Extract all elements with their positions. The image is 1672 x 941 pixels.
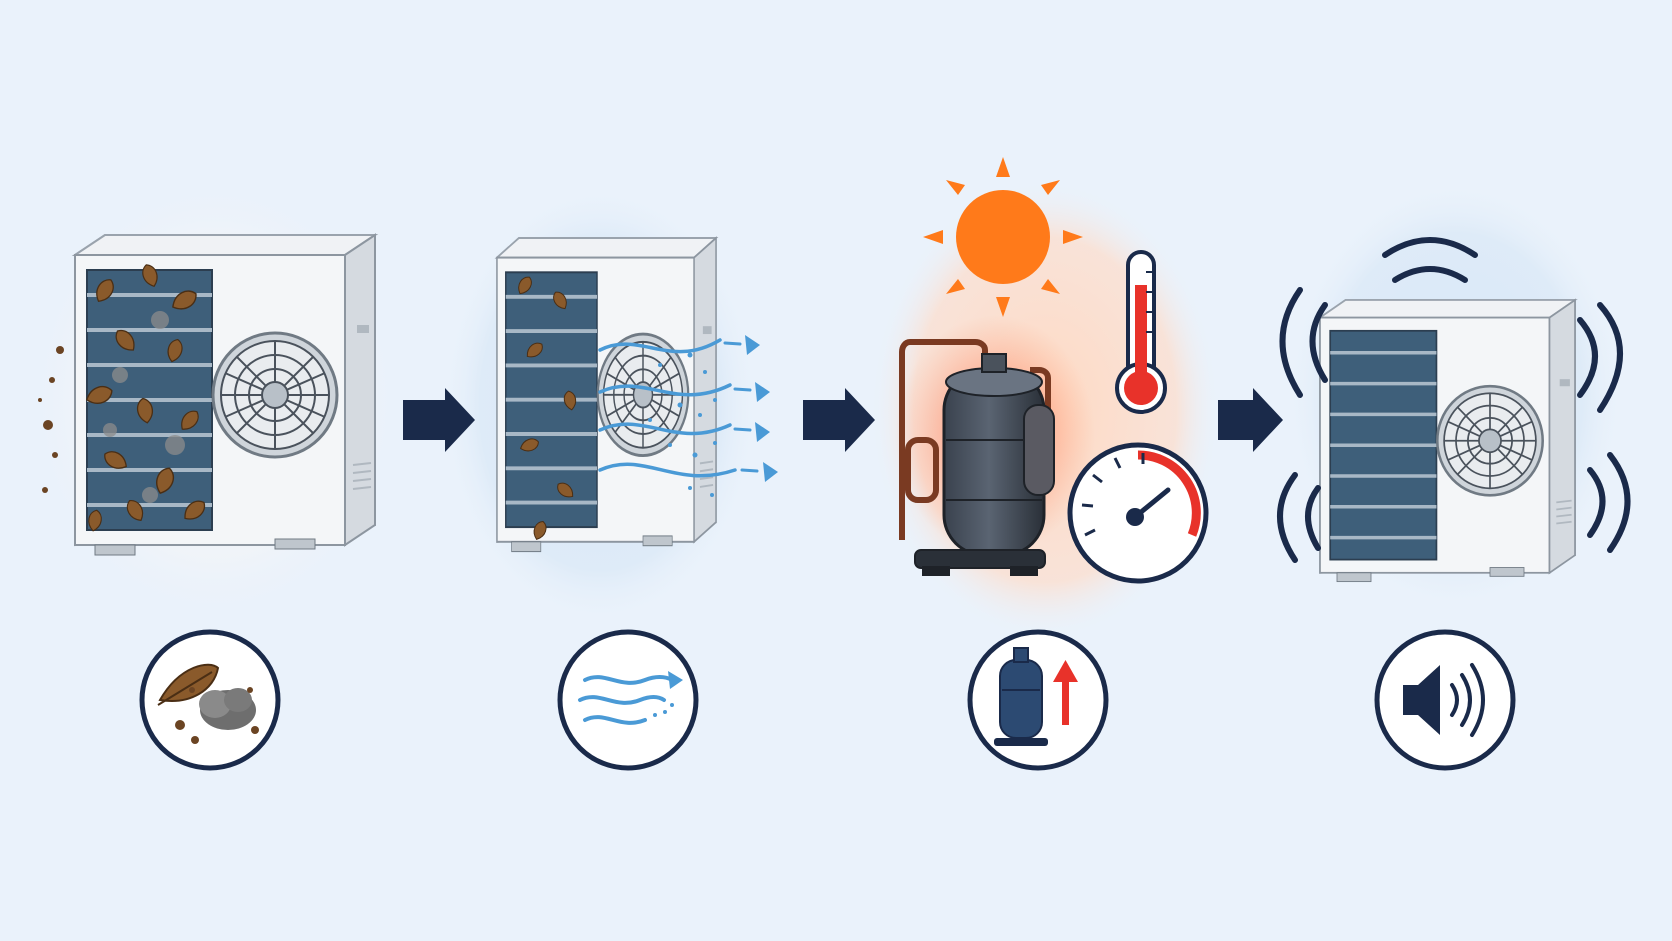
flow-arrow-2: [803, 388, 875, 452]
airflow-particles: [648, 352, 717, 497]
badge-debris: [139, 629, 281, 771]
falling-debris-particles: [38, 346, 64, 493]
sun-icon: [923, 157, 1083, 317]
badge-airflow: [557, 629, 699, 771]
speaker-loud-icon: [1403, 663, 1485, 737]
pressure-gauge-icon: [1067, 442, 1209, 584]
flow-arrow-3: [1218, 388, 1283, 452]
step3-overheating: [895, 157, 1209, 584]
airflow-icon: [578, 671, 683, 725]
flow-arrow-1: [403, 388, 475, 452]
vibration-waves: [1277, 237, 1631, 563]
leaf-dust-icon: [157, 663, 259, 744]
step1-clogged-unit: [38, 233, 377, 557]
step4-noisy-unit: [1277, 237, 1631, 584]
airflow-arrowheads: [745, 335, 778, 482]
airflow-dashes: [723, 341, 759, 473]
badge-noise: [1374, 629, 1516, 771]
step2-airflow-unit: [495, 236, 778, 554]
compressor-icon: [899, 339, 1055, 576]
badge-compressor: [967, 629, 1109, 771]
debris-dust-clumps: [103, 311, 185, 503]
thermometer-icon: [1115, 250, 1167, 414]
airflow-streams: [598, 338, 737, 478]
compressor-pressure-up-icon: [994, 647, 1078, 746]
